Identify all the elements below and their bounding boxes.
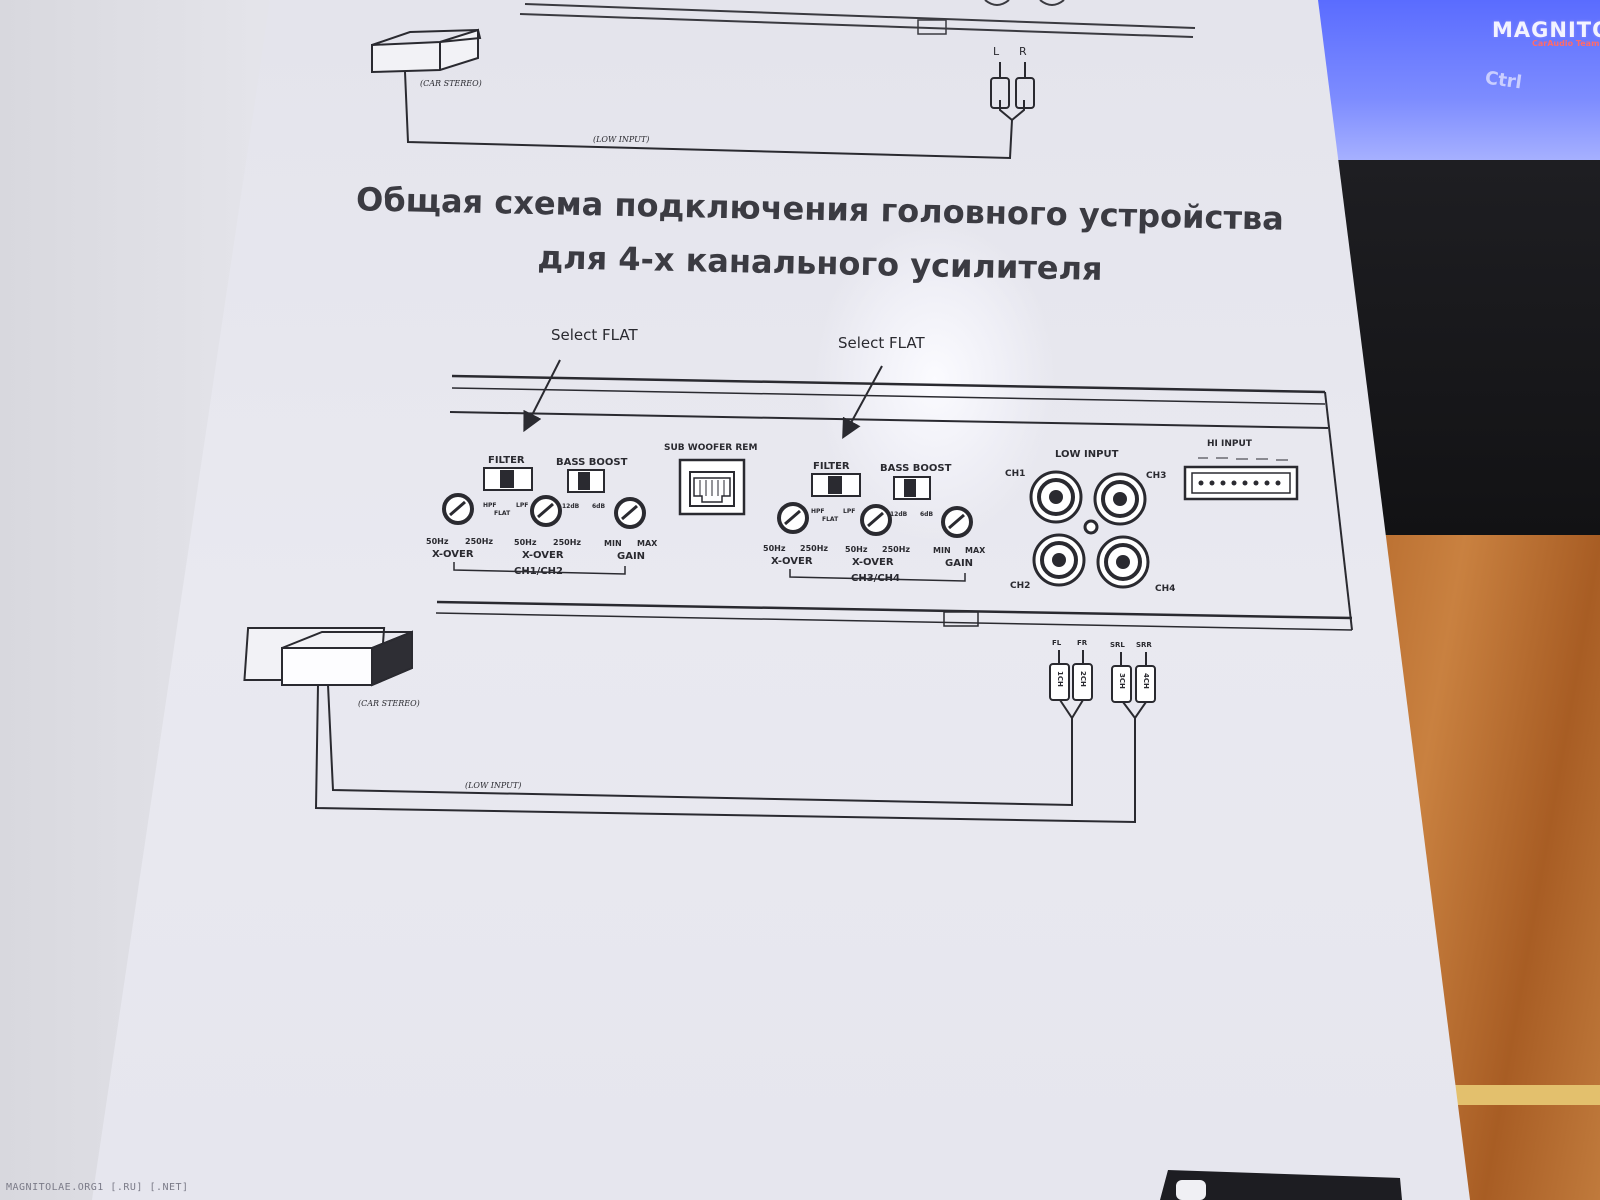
filter-lpf-2: LPF <box>843 508 855 515</box>
ch4-label: CH4 <box>1155 584 1175 594</box>
bass-12db-1: 12dB <box>562 503 580 510</box>
bass-boost-label-1: BASS BOOST <box>556 457 628 468</box>
amplifier-panel-outline <box>435 374 1353 631</box>
filter-switch-2-knob <box>828 476 842 494</box>
plug-channel-3ch: 3CH <box>1118 673 1126 689</box>
bottom-car-stereo <box>243 627 413 687</box>
watermark-logo-subtitle: CarAudio Team <box>1532 39 1600 48</box>
plug-label-fr: FR <box>1077 639 1088 647</box>
ch3-label: CH3 <box>1146 471 1166 481</box>
bass-12db-2: 12dB <box>890 511 908 518</box>
filter-label-1: FILTER <box>488 455 525 466</box>
watermark-url: MAGNITOLAE.ORG1 [.RU] [.NET] <box>6 1182 189 1193</box>
page-footer-tab <box>1160 1170 1402 1200</box>
plug-label-fl: FL <box>1052 639 1062 647</box>
rca-jack-ch2[interactable] <box>1032 533 1086 587</box>
xover-knob-2a-pointer <box>784 509 801 526</box>
filter-hpf-2: HPF <box>811 508 825 515</box>
sub-woofer-rem-label: SUB WOOFER REM <box>664 443 757 453</box>
rca-plug-set-front <box>1049 650 1093 720</box>
xover-2a-label: X-OVER <box>771 556 813 567</box>
xover-knob-2b-pointer <box>867 511 884 528</box>
plug-label-srl: SRL <box>1110 641 1125 649</box>
top-low-input-label: (LOW INPUT) <box>593 135 649 144</box>
plug-channel-2ch: 2CH <box>1079 671 1087 687</box>
bottom-low-input-wires <box>314 684 1136 824</box>
bottom-low-input-label: (LOW INPUT) <box>465 781 521 790</box>
select-flat-annotation-1: Select FLAT <box>551 326 638 344</box>
control-group-ch1-ch2: FILTER HPF LPF FLAT BASS BOOST 12dB 6dB … <box>426 455 658 577</box>
xover-2b-label: X-OVER <box>852 557 894 568</box>
xover-1a-min: 50Hz <box>426 537 449 546</box>
plug-channel-1ch: 1CH <box>1056 671 1064 687</box>
xover-2b-max: 250Hz <box>882 545 910 554</box>
page-number-box <box>1176 1180 1206 1200</box>
filter-lpf-1: LPF <box>516 502 528 509</box>
bass-boost-switch-1-knob <box>578 472 590 490</box>
xover-1b-min: 50Hz <box>514 538 537 547</box>
xover-2b-min: 50Hz <box>845 545 868 554</box>
plug-channel-4ch: 4CH <box>1142 673 1150 689</box>
ch1-label: CH1 <box>1005 469 1025 479</box>
ch2-label: CH2 <box>1010 581 1030 591</box>
bass-6db-1: 6dB <box>592 503 605 510</box>
gain-1-label: GAIN <box>617 551 645 562</box>
filter-flat-1: FLAT <box>494 510 511 517</box>
rca-jack-ch4[interactable] <box>1096 535 1150 589</box>
plug-label-srr: SRR <box>1136 641 1152 649</box>
xover-1a-max: 250Hz <box>465 537 493 546</box>
filter-switch-1-knob <box>500 470 514 488</box>
channels-label-2: CH3/CH4 <box>851 573 900 584</box>
bass-6db-2: 6dB <box>920 511 933 518</box>
bass-boost-label-2: BASS BOOST <box>880 463 952 474</box>
rca-plug-set-rear <box>1111 652 1156 720</box>
filter-flat-2: FLAT <box>822 516 839 523</box>
low-input-label: LOW INPUT <box>1055 449 1119 460</box>
gain-2-label: GAIN <box>945 558 973 569</box>
bracket-1 <box>453 562 626 575</box>
top-car-stereo <box>371 28 482 74</box>
top-left-label: L <box>993 45 1000 58</box>
bottom-car-stereo-label: (CAR STEREO) <box>358 699 420 708</box>
filter-hpf-1: HPF <box>483 502 497 509</box>
xover-2a-max: 250Hz <box>800 544 828 553</box>
xover-1a-label: X-OVER <box>432 549 474 560</box>
top-right-label: R <box>1019 45 1027 58</box>
watermark-logo: MAGNITOLA <box>1492 18 1600 42</box>
gain-2-min: MIN <box>933 546 951 555</box>
channels-label-1: CH1/CH2 <box>514 566 563 577</box>
top-low-input-wire <box>404 62 1035 160</box>
filter-label-2: FILTER <box>813 461 850 472</box>
hi-input-tick-marks <box>1198 457 1288 461</box>
bass-boost-switch-2-knob <box>904 479 916 497</box>
gain-knob-1-pointer <box>621 504 638 521</box>
ground-screw <box>1083 519 1099 535</box>
gain-2-max: MAX <box>965 546 986 555</box>
top-amplifier-fragment <box>519 0 1196 38</box>
xover-1b-max: 250Hz <box>553 538 581 547</box>
select-flat-annotation-2: Select FLAT <box>838 334 925 352</box>
gain-1-max: MAX <box>637 539 658 548</box>
sub-woofer-rem-jack[interactable] <box>678 458 746 516</box>
hi-input-connector[interactable] <box>1183 465 1299 501</box>
annotation-arrow-1 <box>523 359 561 433</box>
rca-jack-ch1[interactable] <box>1029 470 1083 524</box>
gain-knob-2-pointer <box>948 513 965 530</box>
monitor-screen: Ctrl <box>1290 0 1600 165</box>
control-group-ch3-ch4: FILTER HPF LPF FLAT BASS BOOST 12dB 6dB … <box>763 461 986 584</box>
hi-input-label: HI INPUT <box>1207 439 1253 449</box>
xover-1b-label: X-OVER <box>522 550 564 561</box>
top-car-stereo-label: (CAR STEREO) <box>420 79 482 88</box>
xover-2a-min: 50Hz <box>763 544 786 553</box>
bracket-2 <box>789 569 966 582</box>
xover-knob-1a-pointer <box>449 500 466 517</box>
xover-knob-1b-pointer <box>537 502 554 519</box>
gain-1-min: MIN <box>604 539 622 548</box>
rca-jack-ch3[interactable] <box>1093 472 1147 526</box>
annotation-arrow-2 <box>842 365 883 440</box>
